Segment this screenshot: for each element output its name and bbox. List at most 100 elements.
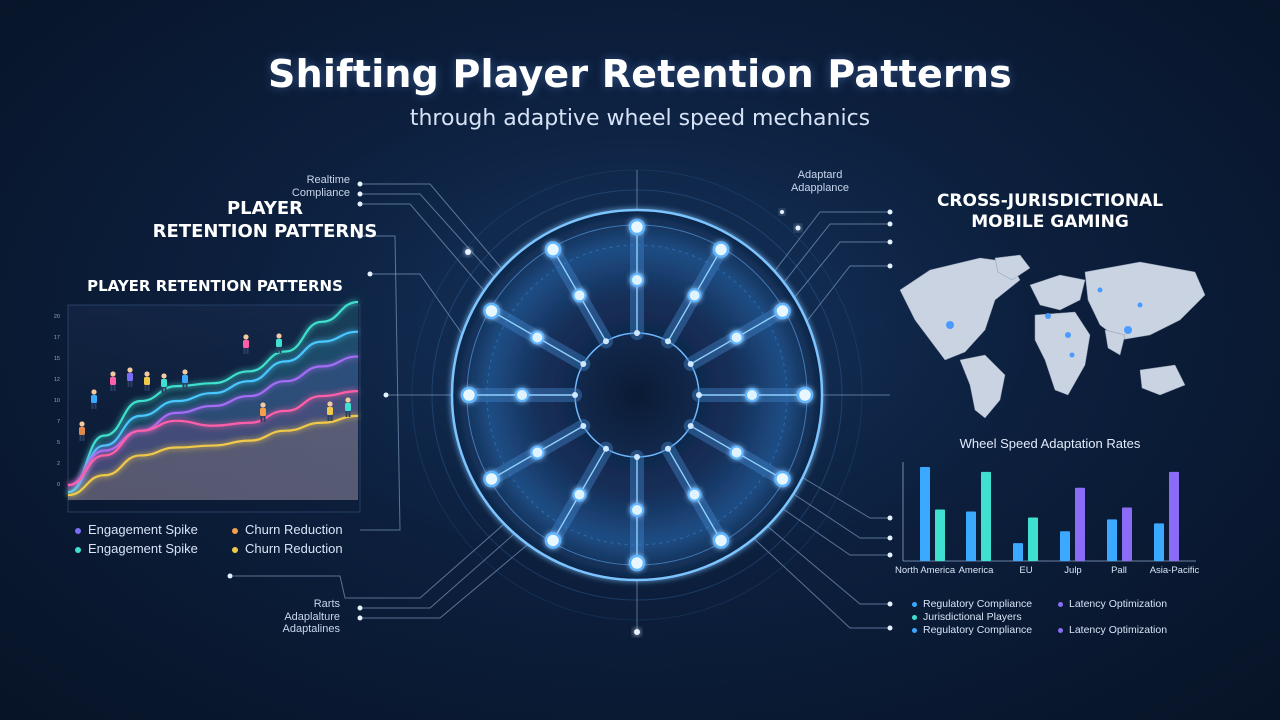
- spoke-node: [572, 487, 587, 502]
- left-heading-line1: PLAYER: [226, 198, 304, 219]
- connector-dot: [357, 605, 363, 611]
- legend-dot: [912, 627, 917, 633]
- connector-dot: [887, 209, 893, 215]
- legend-label: Regulatory Compliance: [923, 598, 1033, 610]
- spoke-tip-node: [712, 532, 730, 549]
- wheel-spoke: [628, 450, 646, 572]
- spoke-tip-node: [796, 386, 814, 404]
- series-area: [68, 331, 358, 500]
- map-marker: [1124, 326, 1132, 334]
- y-tick-label: 20: [54, 314, 60, 320]
- connector-line: [789, 469, 890, 519]
- spoke-node: [729, 330, 744, 345]
- y-tick-label: 7: [57, 419, 60, 425]
- spoke-node: [515, 388, 529, 402]
- bar: [981, 471, 991, 561]
- spoke-tip-node: [460, 386, 478, 404]
- connector-dot: [357, 201, 363, 207]
- spoke-node: [530, 330, 545, 345]
- callout-text: Compliance: [291, 186, 350, 199]
- player-figure: [276, 333, 282, 353]
- callout-text: Adaplalture: [284, 610, 340, 623]
- bar: [1107, 519, 1117, 561]
- spoke-hub-node: [665, 338, 671, 345]
- wheel-spoke: [483, 302, 591, 371]
- bar-category-label: Julp: [1064, 565, 1082, 576]
- spoke-tip-node: [712, 241, 730, 258]
- connector-dot: [887, 601, 893, 607]
- map-marker: [1065, 332, 1071, 338]
- connector-dot: [780, 210, 784, 214]
- legend-dot: [75, 546, 81, 553]
- chart-plot-area: [67, 304, 361, 513]
- y-tick-label: 15: [54, 356, 60, 362]
- bar: [935, 509, 945, 561]
- y-tick-label: 17: [54, 335, 60, 341]
- right-legend-item: Regulatory Compliance: [912, 624, 1032, 636]
- callout-text: Adapplance: [790, 181, 850, 194]
- bar: [1122, 507, 1132, 561]
- connector-dot: [357, 615, 363, 621]
- left-chart-title: PLAYER RETENTION PATTERNS: [87, 277, 343, 295]
- spoke-tip-node: [628, 218, 646, 236]
- spoke-hub-node: [580, 423, 587, 429]
- connector-line: [759, 519, 890, 605]
- spoke-hub-node: [572, 392, 578, 398]
- spoke-hub-node: [665, 445, 671, 452]
- bar-category-label: Pall: [1111, 565, 1127, 576]
- series-line: [67, 390, 359, 487]
- y-tick-label: 5: [57, 440, 60, 446]
- connector-line: [779, 241, 890, 316]
- map-marker: [1069, 352, 1075, 358]
- callout-bottom-left: Rarts Adaplalture Adaptalines: [258, 598, 341, 636]
- spoke-tip-node: [774, 302, 791, 320]
- connector-line: [799, 265, 890, 331]
- spoke-node: [630, 273, 644, 287]
- connector-line: [360, 203, 506, 316]
- wheel-spoke: [661, 241, 730, 349]
- spoke-tip-node: [483, 302, 500, 320]
- player-figure: [144, 371, 150, 391]
- right-heading-line2: MOBILE GAMING: [971, 212, 1129, 233]
- bar: [1013, 543, 1023, 561]
- legend-dot: [912, 601, 917, 607]
- spoke-hub-node: [634, 330, 640, 336]
- callout-top-right: Adaptard Adapplance: [770, 169, 870, 194]
- right-heading: CROSS-JURISDICTIONAL MOBILE GAMING: [905, 191, 1195, 234]
- connector-line: [759, 211, 890, 291]
- spoke-tip-node: [628, 554, 646, 572]
- y-tick-label: 10: [54, 398, 60, 404]
- map-oceania: [1139, 364, 1186, 396]
- connector-dot: [887, 515, 893, 521]
- map-marker: [1137, 302, 1143, 308]
- bar-category-label: North America: [895, 565, 956, 576]
- connector-dot: [357, 181, 363, 187]
- spoke-tip-node: [544, 241, 562, 258]
- connector-line: [360, 193, 516, 301]
- player-figure: [161, 373, 167, 393]
- callout-text: Realtime: [306, 174, 350, 186]
- connector-dot: [465, 249, 471, 255]
- wheel-spoke: [544, 441, 613, 549]
- legend-dot: [1058, 601, 1063, 607]
- legend-label: Churn Reduction: [245, 522, 343, 537]
- spoke-tip-node: [483, 470, 500, 488]
- legend-dot: [232, 546, 238, 553]
- legend-label: Latency Optimization: [1069, 624, 1168, 636]
- wheel-spoke: [683, 302, 791, 371]
- connector-dot: [887, 263, 893, 269]
- spoke-hub-node: [580, 361, 587, 367]
- left-heading-line2: RETENTION PATTERNS: [152, 220, 378, 242]
- connector-dot: [887, 552, 893, 558]
- wheel-hub: [574, 332, 700, 458]
- legend-dot: [912, 614, 917, 620]
- player-figure: [327, 401, 333, 421]
- y-tick-label: 12: [54, 377, 60, 383]
- callout-text: Rarts: [313, 598, 340, 610]
- spoke-tip-node: [544, 532, 562, 549]
- connector-line: [360, 235, 401, 531]
- connector-line: [769, 223, 890, 301]
- series-area: [68, 356, 358, 500]
